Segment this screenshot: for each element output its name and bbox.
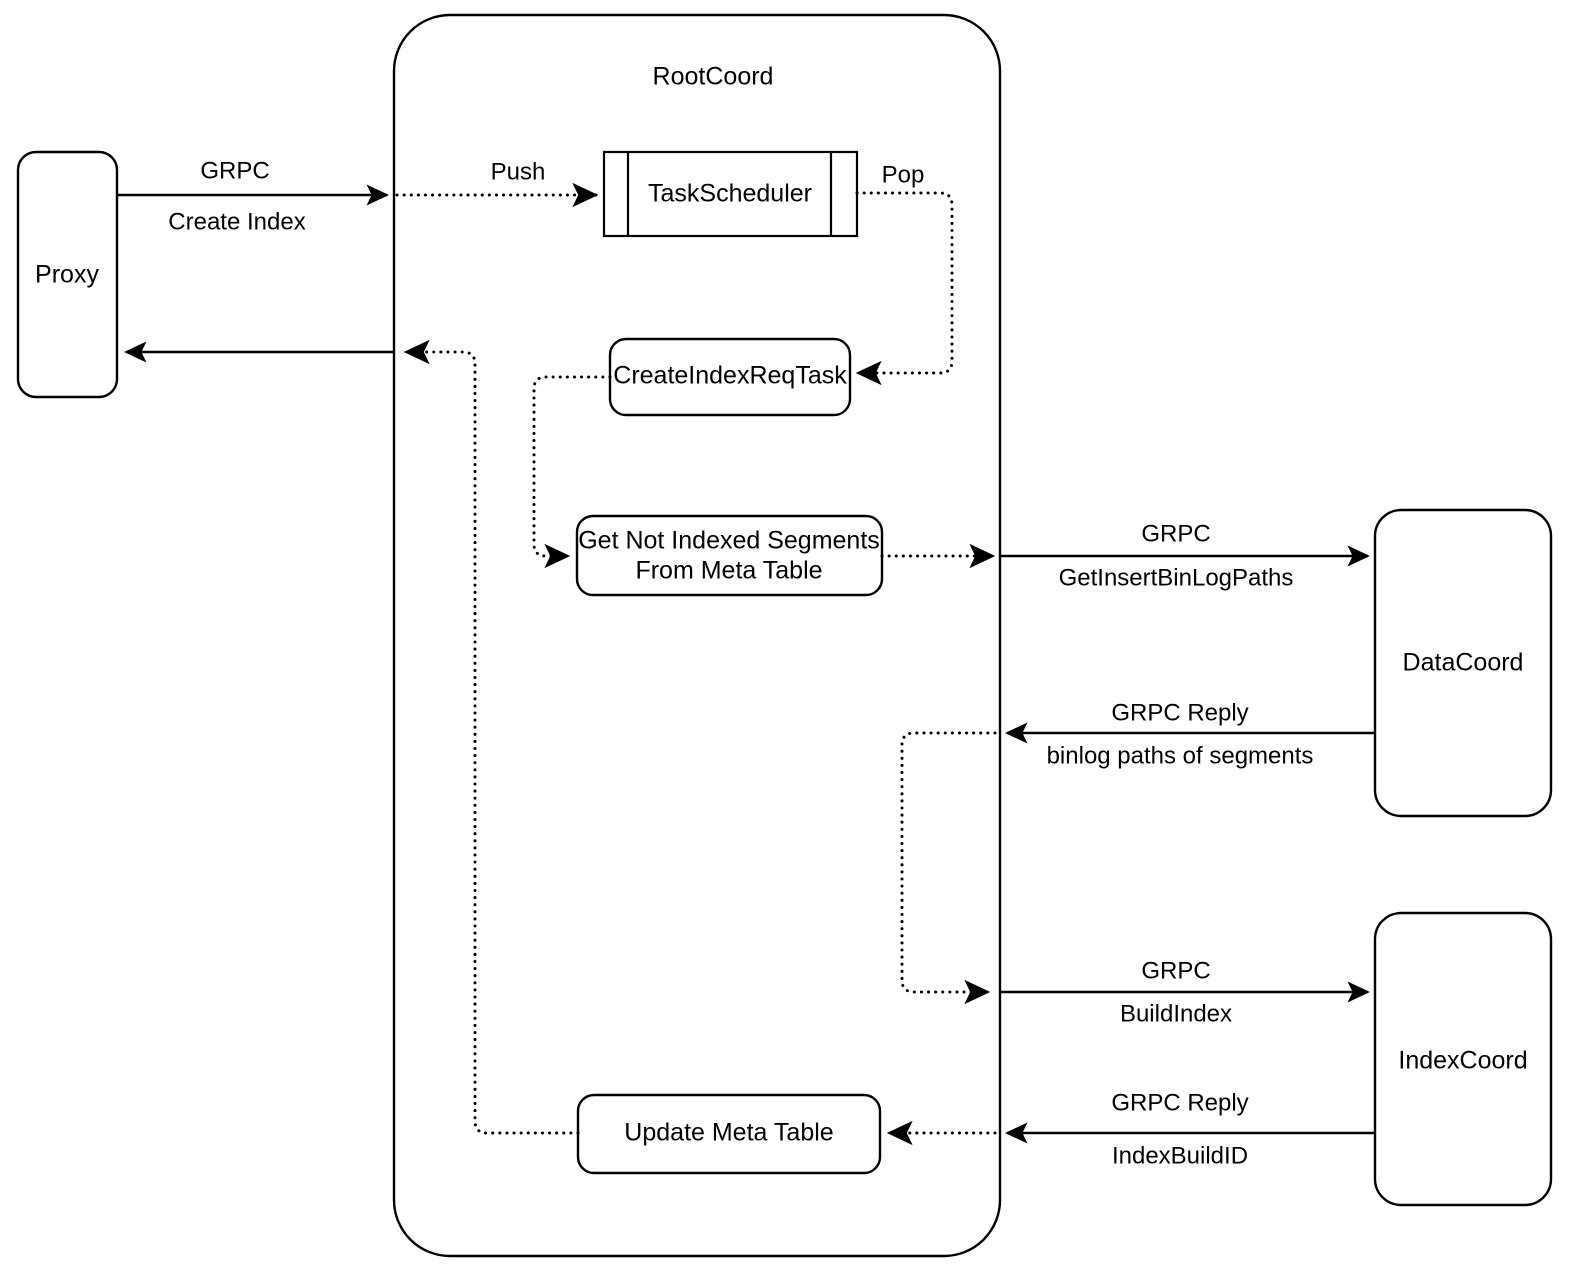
rootcoord-container-shape <box>392 13 1002 1258</box>
edge-label-grpc-create-index-above: GRPC <box>200 157 269 184</box>
edge-proxy-to-rootcoord: GRPC Create Index <box>117 157 389 235</box>
edge-label-grpcreply-indexbuildid-above: GRPC Reply <box>1111 1089 1248 1116</box>
proxy-label: Proxy <box>35 261 99 289</box>
datacoord-shape[interactable] <box>1373 508 1553 818</box>
edge-label-grpcreply-binlogpaths-below: binlog paths of segments <box>1047 742 1314 769</box>
edge-updatemetatable-to-boundary-line <box>403 339 580 1135</box>
node-datacoord[interactable]: DataCoord <box>1373 508 1553 818</box>
node-create-index-req-task[interactable]: CreateIndexReqTask <box>608 337 852 417</box>
edge-rootcoord-to-indexcoord: GRPC BuildIndex <box>1000 957 1370 1027</box>
task-scheduler-label: TaskScheduler <box>648 180 812 208</box>
edge-label-grpc-getinsertbinlogpaths-above: GRPC <box>1141 520 1210 547</box>
edge-label-grpc-buildindex-above: GRPC <box>1141 957 1210 984</box>
edge-label-grpc-getinsertbinlogpaths-below: GetInsertBinLogPaths <box>1059 564 1294 591</box>
edge-updatemetatable-to-proxy <box>403 339 580 1135</box>
indexcoord-shape[interactable] <box>1373 911 1553 1207</box>
node-task-scheduler[interactable]: TaskScheduler <box>602 150 859 238</box>
proxy-shape[interactable] <box>16 150 119 399</box>
node-proxy[interactable]: Proxy <box>16 150 119 399</box>
edge-taskscheduler-to-createindexreqtask: Pop <box>855 161 954 386</box>
edge-label-grpc-buildindex-below: BuildIndex <box>1120 1000 1232 1027</box>
edge-rootcoord-to-taskscheduler: Push <box>395 158 599 208</box>
node-update-meta-table[interactable]: Update Meta Table <box>576 1093 882 1175</box>
node-get-not-indexed-segments[interactable]: Get Not Indexed Segments From Meta Table <box>575 514 884 597</box>
datacoord-label: DataCoord <box>1403 649 1524 677</box>
edge-label-grpcreply-indexbuildid-below: IndexBuildID <box>1112 1142 1248 1169</box>
update-meta-table-label: Update Meta Table <box>624 1119 833 1147</box>
get-not-indexed-segments-label-line1: Get Not Indexed Segments <box>578 527 880 555</box>
edge-label-pop: Pop <box>882 161 925 188</box>
edge-datacoord-to-rootcoord: GRPC Reply binlog paths of segments <box>1005 699 1375 769</box>
node-indexcoord[interactable]: IndexCoord <box>1373 911 1553 1207</box>
create-index-req-task-label: CreateIndexReqTask <box>613 362 847 390</box>
container-rootcoord: RootCoord <box>392 13 1002 1258</box>
edge-label-grpcreply-binlogpaths-above: GRPC Reply <box>1111 699 1248 726</box>
edge-label-push: Push <box>491 158 546 185</box>
edge-indexcoord-to-rootcoord: GRPC Reply IndexBuildID <box>1005 1089 1375 1169</box>
get-not-indexed-segments-label-line2: From Meta Table <box>635 557 822 585</box>
indexcoord-label: IndexCoord <box>1398 1047 1527 1075</box>
edge-rootcoord-to-datacoord: GRPC GetInsertBinLogPaths <box>1000 520 1370 591</box>
edge-binlog-to-buildindex-line <box>900 731 997 1005</box>
rootcoord-label: RootCoord <box>653 63 774 91</box>
edge-datacoord-reply-to-buildindex <box>900 731 997 1005</box>
edge-label-grpc-create-index-below: Create Index <box>168 208 305 235</box>
